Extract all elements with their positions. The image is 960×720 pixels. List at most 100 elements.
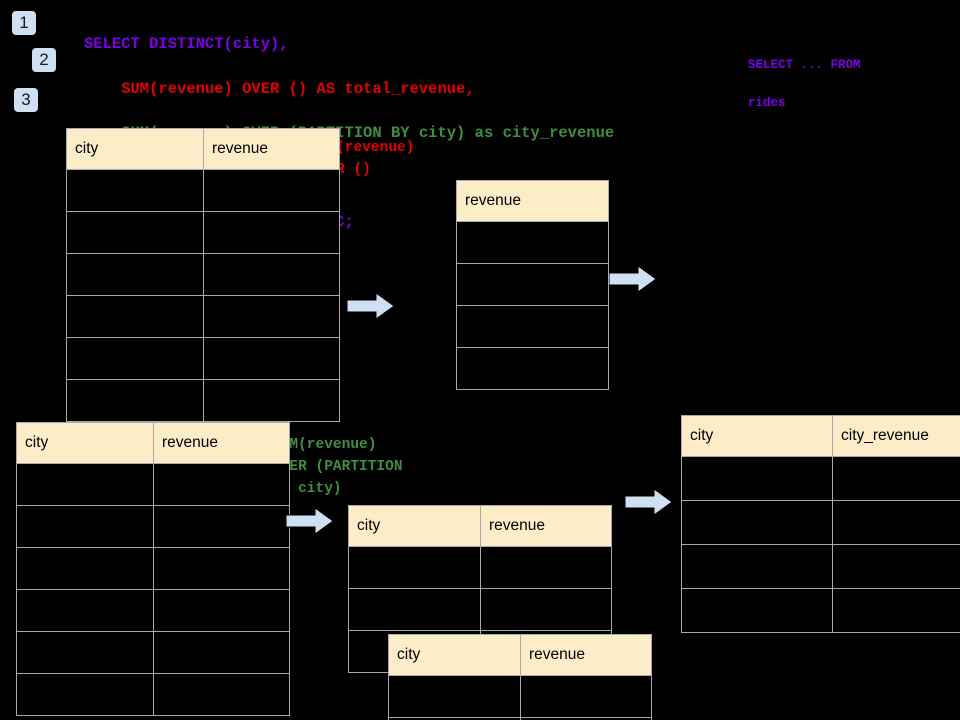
table-row: [66, 211, 340, 254]
cell-revenue: [456, 263, 609, 306]
table-header-row: city revenue: [16, 422, 290, 464]
cell-city: [681, 456, 833, 501]
cell-city-revenue: [832, 544, 960, 589]
step-badge-2: 2: [32, 48, 56, 72]
cell-city: [66, 295, 204, 338]
table-header-row: revenue: [456, 180, 609, 222]
cell-revenue: [203, 379, 340, 422]
cell-revenue: [456, 347, 609, 390]
cell-revenue: [456, 305, 609, 348]
sql-side-note-line-1: SELECT ... FROM: [748, 58, 861, 72]
cell-city: [16, 673, 154, 716]
cell-city: [16, 589, 154, 632]
sql-side-note-line-2: rides: [748, 96, 786, 110]
cell-revenue: [203, 211, 340, 254]
cell-revenue: [153, 673, 290, 716]
table-row: [66, 169, 340, 212]
cell-revenue: [480, 588, 612, 631]
table-row: [66, 379, 340, 422]
table-row: [681, 500, 960, 545]
cell-revenue: [153, 631, 290, 674]
table-row: [16, 505, 290, 548]
table-row: [456, 263, 609, 306]
table-row: [456, 347, 609, 390]
cell-revenue: [520, 717, 652, 720]
cell-city: [388, 675, 521, 718]
table-row: [16, 631, 290, 674]
cell-city: [16, 547, 154, 590]
column-header-city-revenue: city_revenue: [832, 415, 960, 457]
cell-revenue: [153, 505, 290, 548]
sql-line-select: SELECT DISTINCT(city),: [84, 35, 289, 54]
table-row: [681, 456, 960, 501]
cell-city-revenue: [832, 500, 960, 545]
cell-city: [348, 588, 481, 631]
cell-revenue: [203, 169, 340, 212]
table-partition-group-b: city revenue: [388, 634, 652, 720]
table-row: [456, 221, 609, 264]
column-header-revenue: revenue: [480, 505, 612, 547]
cell-city: [66, 379, 204, 422]
cell-city: [681, 588, 833, 633]
cell-city: [66, 169, 204, 212]
column-header-city: city: [348, 505, 481, 547]
cell-city-revenue: [832, 588, 960, 633]
table-rides-source-bottom: city revenue: [16, 422, 290, 716]
table-row: [16, 589, 290, 632]
table-row: [16, 673, 290, 716]
cell-revenue: [480, 546, 612, 589]
annotation-city-revenue: SUM(revenue) OVER (PARTITION BY city): [272, 437, 403, 497]
cell-city: [16, 505, 154, 548]
cell-city-revenue: [832, 456, 960, 501]
table-row: [681, 544, 960, 589]
cell-revenue: [153, 589, 290, 632]
table-header-row: city city_revenue: [681, 415, 960, 457]
cell-city: [66, 211, 204, 254]
column-header-city: city: [681, 415, 833, 457]
table-header-row: city revenue: [348, 505, 612, 547]
table-row: [66, 337, 340, 380]
arrow-total-to-result: [608, 264, 657, 294]
cell-revenue: [203, 295, 340, 338]
column-header-city: city: [66, 128, 204, 170]
table-header-row: city revenue: [66, 128, 340, 170]
table-row: [16, 463, 290, 506]
cell-revenue: [456, 221, 609, 264]
cell-revenue: [203, 253, 340, 296]
cell-city: [681, 544, 833, 589]
cell-revenue: [520, 675, 652, 718]
table-row: [456, 305, 609, 348]
column-header-revenue: revenue: [520, 634, 652, 676]
cell-city: [66, 253, 204, 296]
sql-line-total-revenue: SUM(revenue) OVER () AS total_revenue,: [84, 79, 475, 98]
column-header-revenue: revenue: [153, 422, 290, 464]
column-header-city: city: [388, 634, 521, 676]
cell-city: [348, 546, 481, 589]
table-rides-source-top: city revenue: [66, 128, 340, 422]
step-badge-1: 1: [12, 11, 36, 35]
table-total-revenue: revenue: [456, 180, 609, 390]
arrow-source-to-partition: [285, 506, 334, 536]
cell-revenue: [203, 337, 340, 380]
table-row: [388, 675, 652, 718]
table-row: [388, 717, 652, 720]
cell-revenue: [153, 463, 290, 506]
step-badge-3: 3: [14, 88, 38, 112]
cell-city: [16, 631, 154, 674]
table-row: [66, 253, 340, 296]
cell-city: [681, 500, 833, 545]
cell-city: [16, 463, 154, 506]
column-header-revenue: revenue: [456, 180, 609, 222]
table-row: [681, 588, 960, 633]
column-header-revenue: revenue: [203, 128, 340, 170]
table-header-row: city revenue: [388, 634, 652, 676]
table-row: [16, 547, 290, 590]
sql-side-note: SELECT ... FROM rides: [748, 37, 861, 132]
arrow-source-to-total: [346, 291, 395, 321]
table-final-result: city city_revenue: [681, 415, 960, 633]
table-row: [348, 546, 612, 589]
cell-revenue: [153, 547, 290, 590]
table-row: [66, 295, 340, 338]
column-header-city: city: [16, 422, 154, 464]
